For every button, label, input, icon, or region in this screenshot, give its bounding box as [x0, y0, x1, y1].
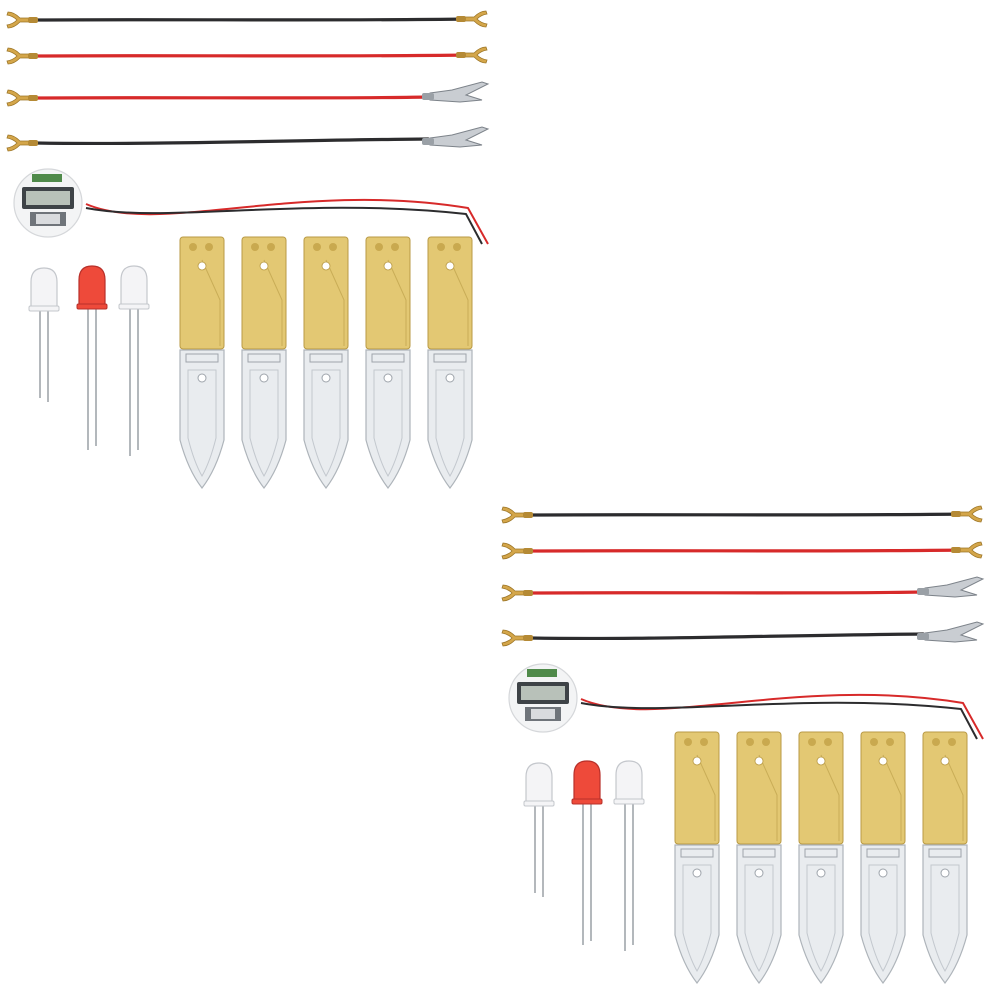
- electrode: [922, 731, 968, 984]
- spade-terminal: [6, 89, 38, 107]
- spade-terminal: [951, 505, 983, 523]
- black-lead: [85, 206, 483, 245]
- spade-terminal: [501, 584, 533, 602]
- red-wire: [529, 590, 925, 595]
- spade-terminal: [6, 134, 38, 152]
- display-module: [508, 663, 578, 733]
- black-lead: [580, 701, 978, 740]
- alligator-clip: [422, 81, 490, 103]
- alligator-clip: [917, 621, 985, 643]
- red-wire: [34, 95, 430, 100]
- kit-top-left: [0, 0, 495, 495]
- electrode: [303, 236, 349, 489]
- electrode: [427, 236, 473, 489]
- clear-led: [118, 265, 150, 456]
- electrode: [736, 731, 782, 984]
- red-lead: [580, 693, 984, 740]
- alligator-clip: [917, 576, 985, 598]
- kit-top-left-drawing: [6, 10, 490, 489]
- kit-bottom-right-drawing: [501, 505, 985, 984]
- black-wire: [529, 632, 925, 641]
- alligator-clip: [422, 126, 490, 148]
- electrode: [365, 236, 411, 489]
- spade-terminal: [6, 11, 38, 29]
- red-led: [571, 760, 603, 945]
- electrode: [674, 731, 720, 984]
- electrode: [241, 236, 287, 489]
- kit-bottom-right: [495, 495, 990, 990]
- spade-terminal: [456, 10, 488, 28]
- spade-terminal: [951, 541, 983, 559]
- red-wire: [529, 548, 967, 553]
- spade-terminal: [456, 46, 488, 64]
- spade-terminal: [501, 506, 533, 524]
- spade-terminal: [6, 47, 38, 65]
- red-lead: [85, 198, 489, 245]
- clear-led: [523, 762, 555, 897]
- spade-terminal: [501, 629, 533, 647]
- electrode: [179, 236, 225, 489]
- clear-led: [28, 267, 60, 402]
- black-wire: [34, 17, 472, 22]
- display-module: [13, 168, 83, 238]
- electrode: [798, 731, 844, 984]
- black-wire: [529, 512, 967, 517]
- electrode: [860, 731, 906, 984]
- clear-led: [613, 760, 645, 951]
- black-wire: [34, 137, 430, 146]
- spade-terminal: [501, 542, 533, 560]
- red-wire: [34, 53, 472, 58]
- red-led: [76, 265, 108, 450]
